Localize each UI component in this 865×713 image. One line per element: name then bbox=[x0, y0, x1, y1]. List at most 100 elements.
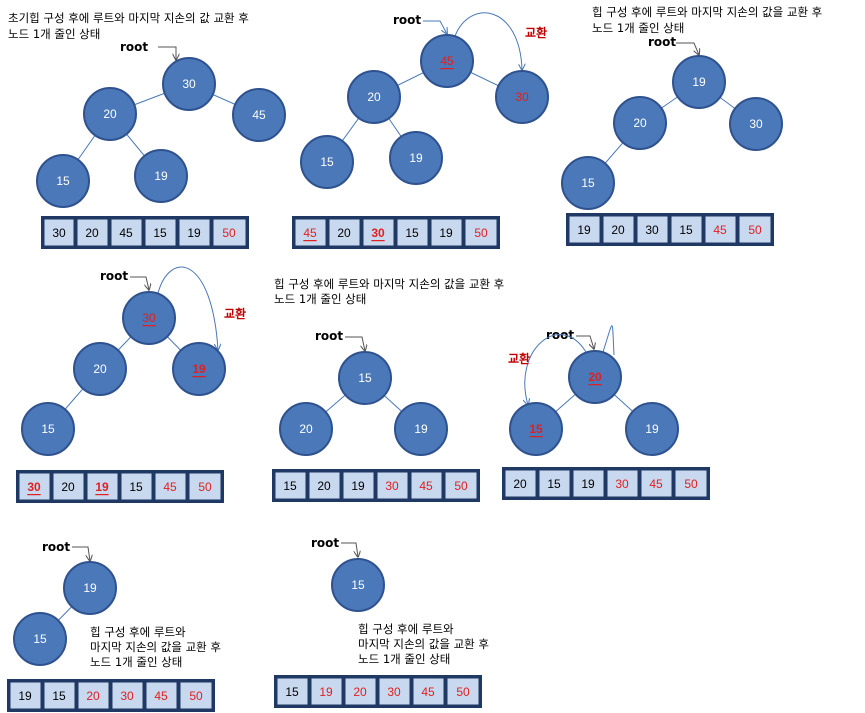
node-value: 19 bbox=[414, 422, 428, 436]
tree-node: 30 bbox=[162, 57, 216, 111]
root-label: root bbox=[311, 536, 339, 550]
node-value: 15 bbox=[33, 632, 47, 646]
caption-line: 노드 1개 줄인 상태 bbox=[358, 652, 450, 666]
tree-node: 19 bbox=[389, 131, 443, 185]
tree-node: 20 bbox=[279, 402, 333, 456]
array-cell: 30 bbox=[371, 226, 385, 240]
caption-line: 마지막 지손의 값을 교환 후 bbox=[358, 637, 489, 651]
tree-node: 45 bbox=[420, 34, 474, 88]
caption-line: 힙 구성 후에 루트와 마지막 지손의 값을 교환 후 bbox=[274, 277, 504, 291]
root-label: root bbox=[315, 329, 343, 343]
node-value: 20 bbox=[299, 422, 313, 436]
array-cell: 50 bbox=[454, 479, 468, 493]
array-cell: 20 bbox=[317, 479, 331, 493]
array-cell: 50 bbox=[748, 223, 762, 237]
array-cell: 30 bbox=[120, 689, 134, 703]
array-cell: 30 bbox=[645, 223, 659, 237]
caption-line: 힙 구성 후에 루트와 bbox=[90, 625, 186, 639]
array-cell: 19 bbox=[95, 480, 109, 494]
panel-1: 초기힙 구성 후에 루트와 마지막 지손의 값 교환 후 노드 1개 줄인 상태… bbox=[8, 11, 286, 249]
array-cell: 50 bbox=[456, 685, 470, 699]
array-cell: 20 bbox=[61, 480, 75, 494]
array-cell: 19 bbox=[319, 685, 333, 699]
array-cell: 19 bbox=[18, 689, 32, 703]
array-cell: 20 bbox=[337, 226, 351, 240]
node-value: 15 bbox=[581, 176, 595, 190]
tree-node: 15 bbox=[300, 135, 354, 189]
node-value: 15 bbox=[529, 422, 543, 436]
node-value: 19 bbox=[83, 581, 97, 595]
panel-6: root 교환 20 15 19 20 15 19 30 45 50 bbox=[502, 325, 710, 500]
array-cell: 30 bbox=[385, 479, 399, 493]
array-cell: 45 bbox=[303, 226, 317, 240]
node-value: 19 bbox=[692, 75, 706, 89]
node-value: 20 bbox=[588, 370, 602, 384]
caption-line: 노드 1개 줄인 상태 bbox=[592, 21, 684, 35]
tree-node: 20 bbox=[73, 342, 127, 396]
caption-line: 마지막 지손의 값을 교환 후 bbox=[90, 640, 221, 654]
node-value: 20 bbox=[93, 362, 107, 376]
array-row: 30 20 19 15 45 50 bbox=[16, 470, 224, 503]
tree-node: 30 bbox=[122, 291, 176, 345]
swap-label: 교환 bbox=[508, 351, 530, 366]
node-value: 19 bbox=[192, 362, 206, 376]
array-cell: 45 bbox=[163, 480, 177, 494]
tree-node: 30 bbox=[729, 97, 783, 151]
node-value: 45 bbox=[252, 108, 266, 122]
tree-node: 19 bbox=[672, 55, 726, 109]
node-value: 20 bbox=[633, 116, 647, 130]
root-label: root bbox=[393, 13, 421, 27]
node-value: 19 bbox=[645, 422, 659, 436]
array-cell: 30 bbox=[387, 685, 401, 699]
array-cell: 19 bbox=[351, 479, 365, 493]
swap-label: 교환 bbox=[525, 25, 547, 40]
array-cell: 20 bbox=[611, 223, 625, 237]
node-value: 15 bbox=[41, 422, 55, 436]
root-label: root bbox=[546, 328, 574, 342]
tree-node: 15 bbox=[509, 402, 563, 456]
panel-5: 힙 구성 후에 루트와 마지막 지손의 값을 교환 후 노드 1개 줄인 상태 … bbox=[272, 277, 504, 502]
array-row: 15 19 20 30 45 50 bbox=[274, 675, 482, 708]
node-value: 30 bbox=[515, 90, 529, 104]
array-cell: 45 bbox=[713, 223, 727, 237]
tree-node: 15 bbox=[338, 351, 392, 405]
array-cell: 15 bbox=[52, 689, 66, 703]
root-label: root bbox=[120, 40, 148, 54]
array-cell: 15 bbox=[679, 223, 693, 237]
array-cell: 20 bbox=[86, 689, 100, 703]
panel-3: 힙 구성 후에 루트와 마지막 지손의 값을 교환 후 노드 1개 줄인 상태 … bbox=[561, 5, 822, 246]
array-cell: 19 bbox=[439, 226, 453, 240]
caption-line: 노드 1개 줄인 상태 bbox=[8, 27, 100, 41]
node-value: 20 bbox=[367, 90, 381, 104]
node-value: 19 bbox=[409, 151, 423, 165]
tree-node: 20 bbox=[568, 350, 622, 404]
tree-node: 15 bbox=[331, 558, 385, 612]
caption-line: 힙 구성 후에 루트와 마지막 지손의 값을 교환 후 bbox=[592, 5, 822, 19]
node-value: 15 bbox=[56, 174, 70, 188]
swap-label: 교환 bbox=[224, 306, 246, 321]
array-cell: 45 bbox=[154, 689, 168, 703]
root-label: root bbox=[42, 540, 70, 554]
node-value: 19 bbox=[154, 169, 168, 183]
swap-arrow bbox=[525, 334, 587, 405]
array-cell: 45 bbox=[649, 477, 663, 491]
tree-node: 19 bbox=[63, 561, 117, 615]
caption-line: 힙 구성 후에 루트와 bbox=[358, 622, 454, 636]
array-cell: 15 bbox=[285, 685, 299, 699]
caption-line: 노드 1개 줄인 상태 bbox=[274, 292, 366, 306]
array-cell: 50 bbox=[189, 689, 203, 703]
node-value: 15 bbox=[358, 371, 372, 385]
tree-node: 15 bbox=[36, 154, 90, 208]
array-cell: 45 bbox=[419, 479, 433, 493]
array-cell: 50 bbox=[198, 480, 212, 494]
array-cell: 15 bbox=[153, 226, 167, 240]
array-cell: 30 bbox=[615, 477, 629, 491]
tree-node: 15 bbox=[561, 156, 615, 210]
swap-arrow-top bbox=[602, 325, 615, 356]
root-arrow bbox=[423, 20, 447, 34]
node-value: 30 bbox=[142, 311, 156, 325]
panel-2: root 교환 45 20 30 15 19 45 20 30 15 19 50 bbox=[292, 12, 549, 249]
array-row: 15 20 19 30 45 50 bbox=[272, 469, 480, 502]
array-cell: 15 bbox=[405, 226, 419, 240]
node-value: 20 bbox=[103, 107, 117, 121]
